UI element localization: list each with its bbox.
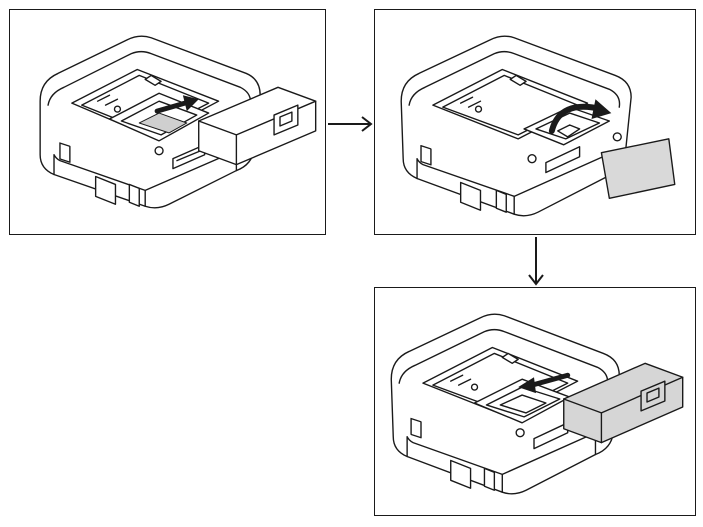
curved-arrowhead [591, 99, 612, 120]
printer-insert-battery-illustration [390, 313, 684, 495]
compartment-shade [138, 112, 188, 134]
arrow-down-icon [524, 235, 548, 287]
step-2-panel [374, 9, 696, 235]
printer-open-cover-illustration [400, 35, 676, 217]
step-3-panel [374, 287, 696, 516]
slide-in-arrow-shaft [529, 372, 571, 388]
arrow-right-icon [326, 112, 374, 136]
slide-out-arrowhead [182, 95, 199, 112]
removed-sheet [600, 138, 676, 200]
slide-in-arrowhead [518, 377, 536, 394]
step-1-panel [9, 9, 326, 235]
slide-out-arrow-shaft [154, 100, 188, 114]
printer-remove-battery-illustration [39, 35, 317, 209]
